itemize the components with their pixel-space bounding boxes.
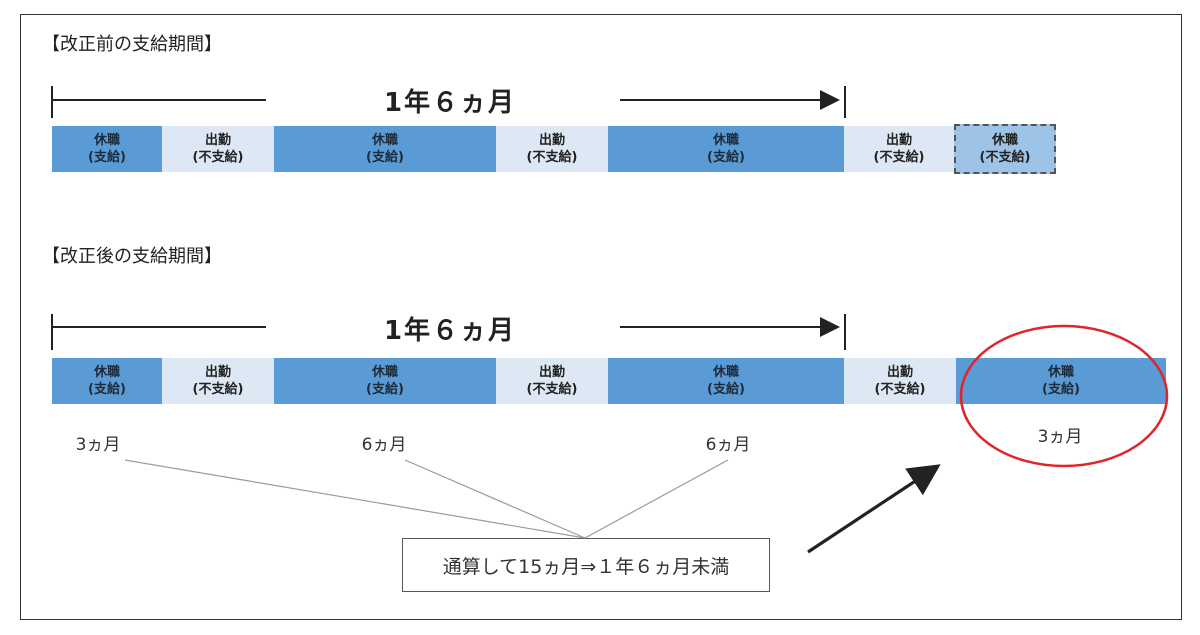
before-seg-2: 出勤(不支給) bbox=[162, 126, 274, 172]
diagonal-arrow bbox=[807, 464, 941, 554]
before-seg-6: 出勤(不支給) bbox=[844, 126, 954, 172]
after-seg-1: 休職(支給) bbox=[52, 358, 162, 404]
diagram-frame bbox=[20, 14, 1182, 620]
month-label-3: 6ヵ月 bbox=[705, 435, 751, 455]
after-span-bracket bbox=[51, 314, 846, 350]
before-seg-4: 出勤(不支給) bbox=[496, 126, 608, 172]
before-seg-7-unpaid: 休職(不支給) bbox=[954, 124, 1056, 174]
before-seg-1: 休職(支給) bbox=[52, 126, 162, 172]
after-seg-7-paid: 休職(支給) bbox=[956, 358, 1166, 404]
converging-lines bbox=[124, 459, 729, 539]
month-label-1: 3ヵ月 bbox=[75, 435, 121, 455]
after-title: 【改正後の支給期間】 bbox=[42, 246, 222, 267]
after-span-label: 1年６ヵ月 bbox=[383, 316, 517, 346]
after-seg-5: 休職(支給) bbox=[608, 358, 844, 404]
month-label-2: 6ヵ月 bbox=[361, 435, 407, 455]
after-seg-2: 出勤(不支給) bbox=[162, 358, 274, 404]
summary-text: 通算して15ヵ月⇒１年６ヵ月未満 bbox=[442, 555, 730, 578]
after-seg-4: 出勤(不支給) bbox=[496, 358, 608, 404]
highlight-ellipse bbox=[959, 324, 1169, 468]
before-title: 【改正前の支給期間】 bbox=[42, 34, 222, 55]
after-seg-3: 休職(支給) bbox=[274, 358, 496, 404]
before-span-bracket bbox=[51, 86, 846, 118]
summary-box: 通算して15ヵ月⇒１年６ヵ月未満 bbox=[402, 538, 770, 592]
before-span-label: 1年６ヵ月 bbox=[383, 88, 517, 118]
after-seg-6: 出勤(不支給) bbox=[844, 358, 956, 404]
before-seg-3: 休職(支給) bbox=[274, 126, 496, 172]
month-label-4: 3ヵ月 bbox=[1037, 427, 1083, 447]
before-seg-5: 休職(支給) bbox=[608, 126, 844, 172]
